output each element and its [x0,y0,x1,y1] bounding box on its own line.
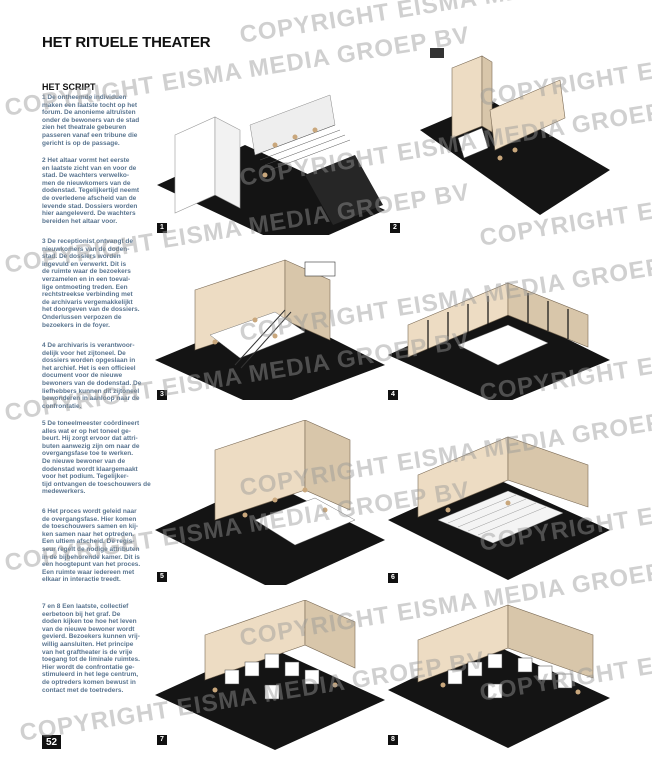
diagram-panel-3: 3 [155,250,385,400]
axonometric-drawing-2 [420,48,610,215]
diagram-panel-5: 5 [155,420,385,585]
axonometric-drawing-1 [157,94,385,235]
paragraph-6: 6 Het proces wordt geleid naar de overga… [42,508,141,584]
panel-number-3: 3 [157,390,167,400]
diagram-panel-8: 8 [388,600,610,750]
paragraph-5: 5 De toneelmeester coördineert alles wat… [42,420,151,496]
paragraph-4: 4 De archivaris is verantwoor- delijk vo… [42,342,142,410]
axonometric-drawing-8 [388,604,610,748]
paragraph-2: 2 Het altaar vormt het eerste en laatste… [42,157,140,225]
diagram-panel-2: 2 [390,40,610,235]
panel-number-7: 7 [157,735,167,745]
panel-number-1: 1 [157,223,167,233]
diagram-panel-6: 6 [388,425,610,585]
page-number: 52 [42,735,62,749]
page-title: HET RITUELE THEATER [42,34,211,51]
panel-number-4: 4 [388,390,398,400]
axonometric-drawing-3 [155,259,385,400]
axonometric-drawing-5 [155,420,385,585]
diagram-panel-1: 1 [155,85,385,235]
panel-number-6: 6 [388,573,398,583]
section-subtitle: HET SCRIPT [42,82,96,92]
panel-number-8: 8 [388,735,398,745]
axonometric-drawing-4 [388,282,610,400]
diagram-panel-4: 4 [388,265,610,400]
paragraph-7-8: 7 en 8 Een laatste, collectief eerbetoon… [42,603,140,694]
panel-number-2: 2 [390,223,400,233]
panel-number-5: 5 [157,572,167,582]
diagram-panel-7: 7 [155,600,385,750]
paragraph-3: 3 De receptionist ontvangt de nieuwkomer… [42,238,140,329]
axonometric-drawing-6 [388,436,610,580]
axonometric-drawing-7 [155,600,385,750]
paragraph-1: 1 De ontheemde individuen maken een laat… [42,94,140,147]
